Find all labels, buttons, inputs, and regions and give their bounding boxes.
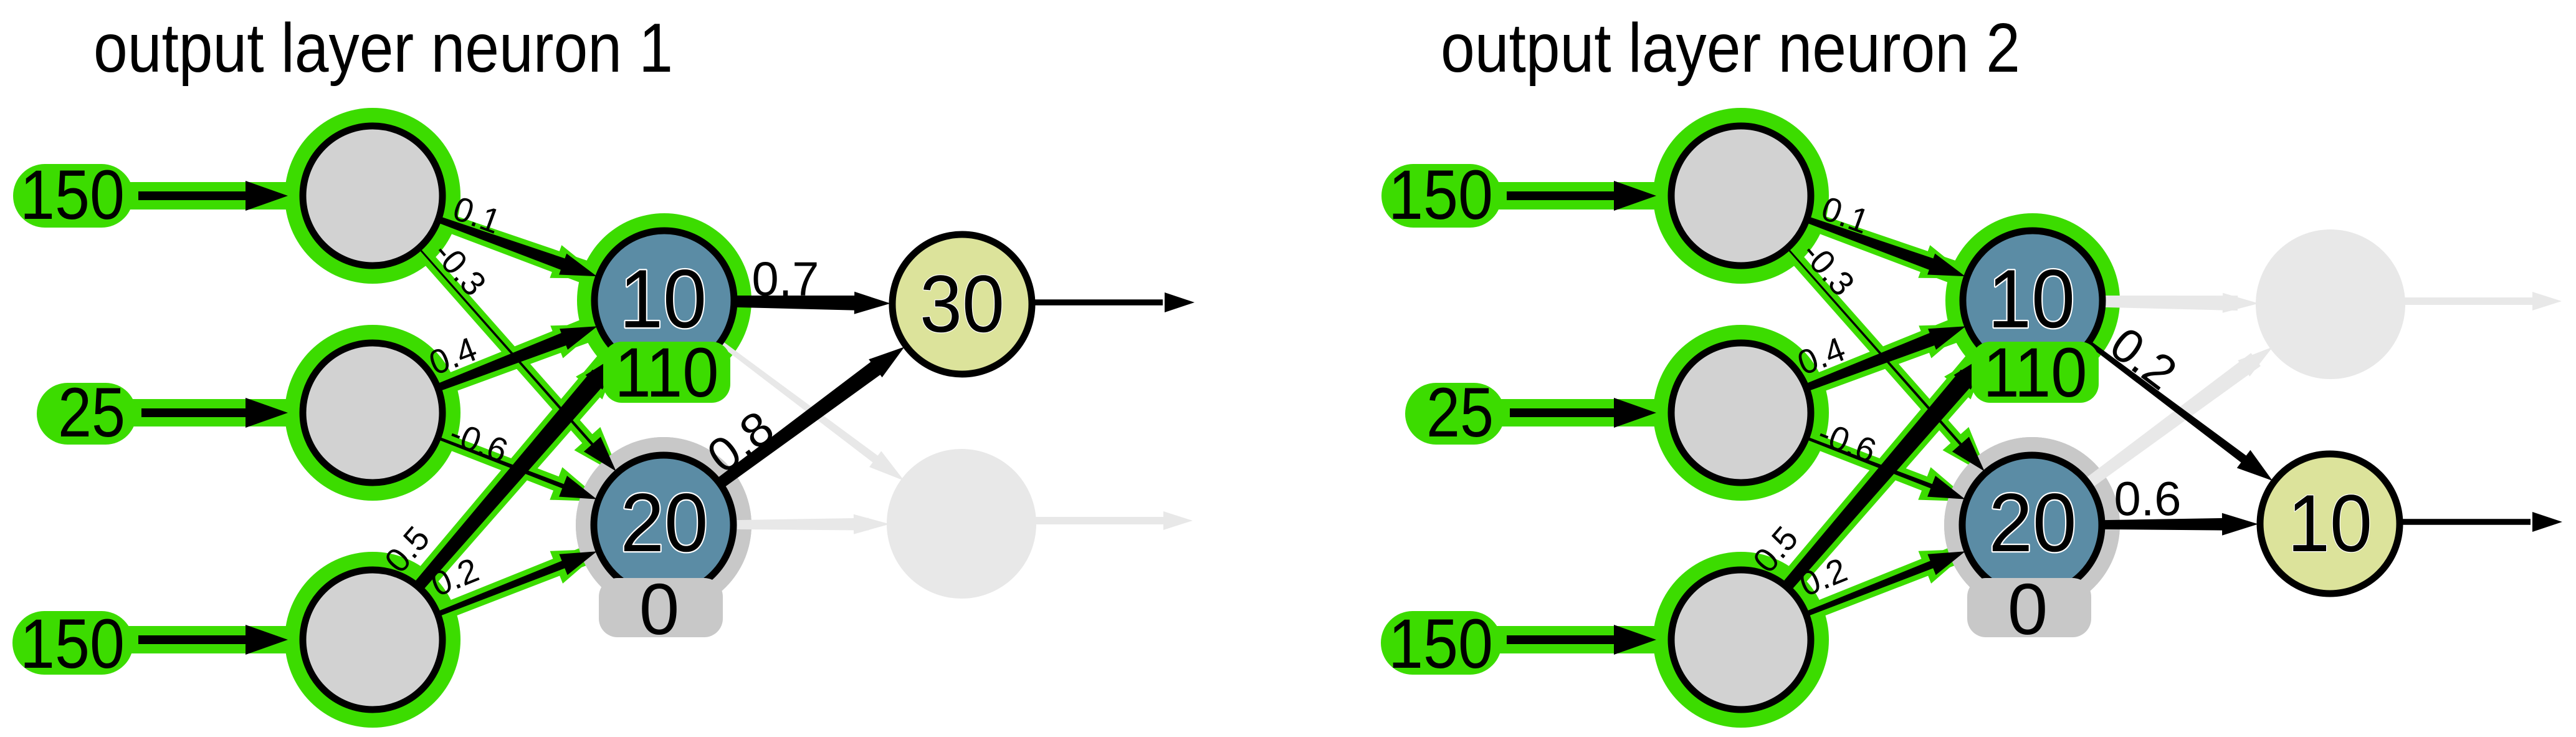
svg-text:150: 150 bbox=[1388, 156, 1493, 234]
svg-text:150: 150 bbox=[20, 605, 125, 683]
svg-text:110: 110 bbox=[615, 334, 719, 412]
svg-text:150: 150 bbox=[1388, 605, 1493, 683]
svg-text:0: 0 bbox=[2008, 569, 2048, 650]
svg-text:10: 10 bbox=[1988, 253, 2075, 345]
svg-text:0.6: 0.6 bbox=[2114, 473, 2182, 526]
svg-text:10: 10 bbox=[2287, 478, 2372, 569]
svg-text:20: 20 bbox=[621, 477, 708, 569]
svg-text:150: 150 bbox=[20, 156, 125, 234]
svg-text:0.7: 0.7 bbox=[752, 253, 819, 306]
svg-text:25: 25 bbox=[58, 373, 125, 451]
svg-text:output layer neuron 1: output layer neuron 1 bbox=[93, 9, 673, 87]
svg-text:10: 10 bbox=[619, 253, 707, 345]
svg-text:20: 20 bbox=[1989, 477, 2077, 569]
svg-text:25: 25 bbox=[1426, 373, 1494, 451]
svg-text:0: 0 bbox=[639, 569, 680, 650]
svg-text:output layer neuron 2: output layer neuron 2 bbox=[1441, 9, 2020, 87]
svg-text:30: 30 bbox=[920, 258, 1004, 349]
svg-text:110: 110 bbox=[1983, 334, 2087, 412]
